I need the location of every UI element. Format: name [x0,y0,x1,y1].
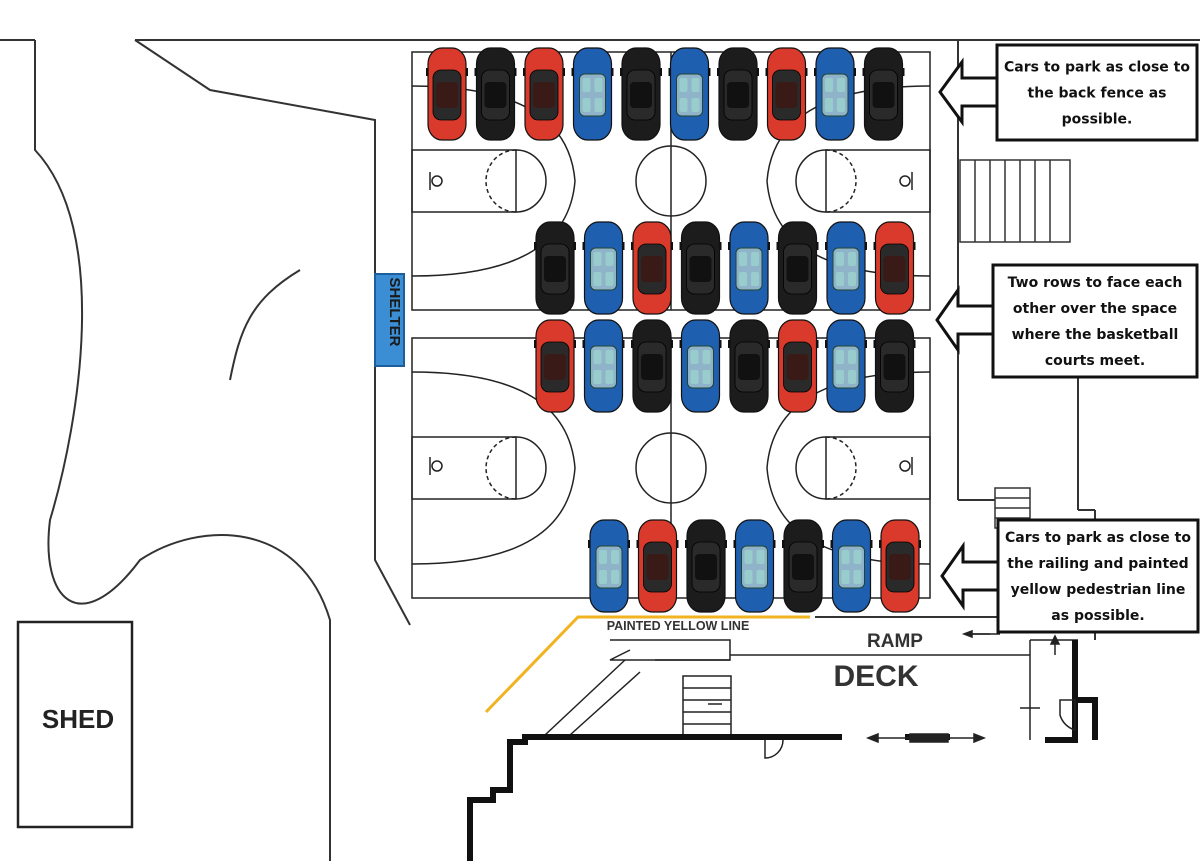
red-car [636,519,679,613]
callout-text-line: Cars to park as close to [1005,530,1191,546]
callout-box [995,43,1199,142]
red-car [534,319,576,413]
callout-text-line: Cars to park as close to [1004,60,1190,76]
ramp-label: RAMP [867,631,923,652]
ramp-deck-structure [544,633,1078,740]
blue-car [830,519,873,613]
blue-car [825,319,867,413]
callout-text-line: Two rows to face each [1008,275,1183,291]
blue-car [571,47,614,141]
callout-arrow [935,285,996,355]
red-car [879,519,921,613]
red-car [765,47,808,141]
shed: SHED [16,620,134,829]
callout-text-line: where the basketball [1012,327,1179,343]
blue-car [733,519,776,613]
black-car [620,47,662,141]
callout-box [991,263,1199,379]
blue-car [825,221,867,315]
building-outline [467,697,1098,861]
callout-top: Cars to park as close to the back fence a… [938,43,1199,142]
shelter: SHELTER [374,273,405,367]
red-car [523,47,565,141]
black-car [679,221,722,315]
blue-car [679,319,722,413]
callout-text-line: courts meet. [1045,353,1145,369]
callout-box [996,518,1200,634]
callout-bottom: Cars to park as close to the railing and … [940,518,1200,634]
black-car [631,319,673,413]
direction-arrows [708,629,1061,744]
blue-car [668,47,711,141]
callout-arrow [940,541,1001,611]
callouts: Cars to park as close to the back fence a… [935,43,1200,634]
stairs-upper-right [959,159,1071,243]
callout-middle: Two rows to face each other over the spac… [935,263,1199,379]
callout-text-line: the railing and painted [1007,556,1188,572]
black-car [717,47,759,141]
red-car [426,47,468,141]
shed-label: SHED [42,704,114,734]
black-car [474,47,517,141]
blue-car [582,319,625,413]
callout-text-line: possible. [1062,112,1133,128]
door [764,699,1076,759]
black-car [782,519,824,613]
red-car [873,221,916,315]
blue-car [588,519,630,613]
callout-text-line: as possible. [1051,608,1144,624]
blue-car [814,47,856,141]
shelter-label: SHELTER [386,278,403,347]
black-car [862,47,905,141]
black-car [776,221,819,315]
stairs-right-small [994,487,1031,529]
black-car [534,221,576,315]
callout-text-line: yellow pedestrian line [1011,582,1186,598]
callout-text-line: other over the space [1013,301,1177,317]
red-car [631,221,673,315]
yellow-pedestrian-line [484,615,810,714]
blue-car [728,221,770,315]
black-car [728,319,770,413]
painted-line-label: PAINTED YELLOW LINE [607,619,750,633]
parked-cars [426,47,921,613]
red-car [776,319,819,413]
callout-text-line: the back fence as [1028,86,1167,102]
callout-arrow [938,57,1000,127]
deck-label: DECK [833,660,918,693]
blue-car [582,221,625,315]
black-car [873,319,916,413]
black-car [685,519,727,613]
